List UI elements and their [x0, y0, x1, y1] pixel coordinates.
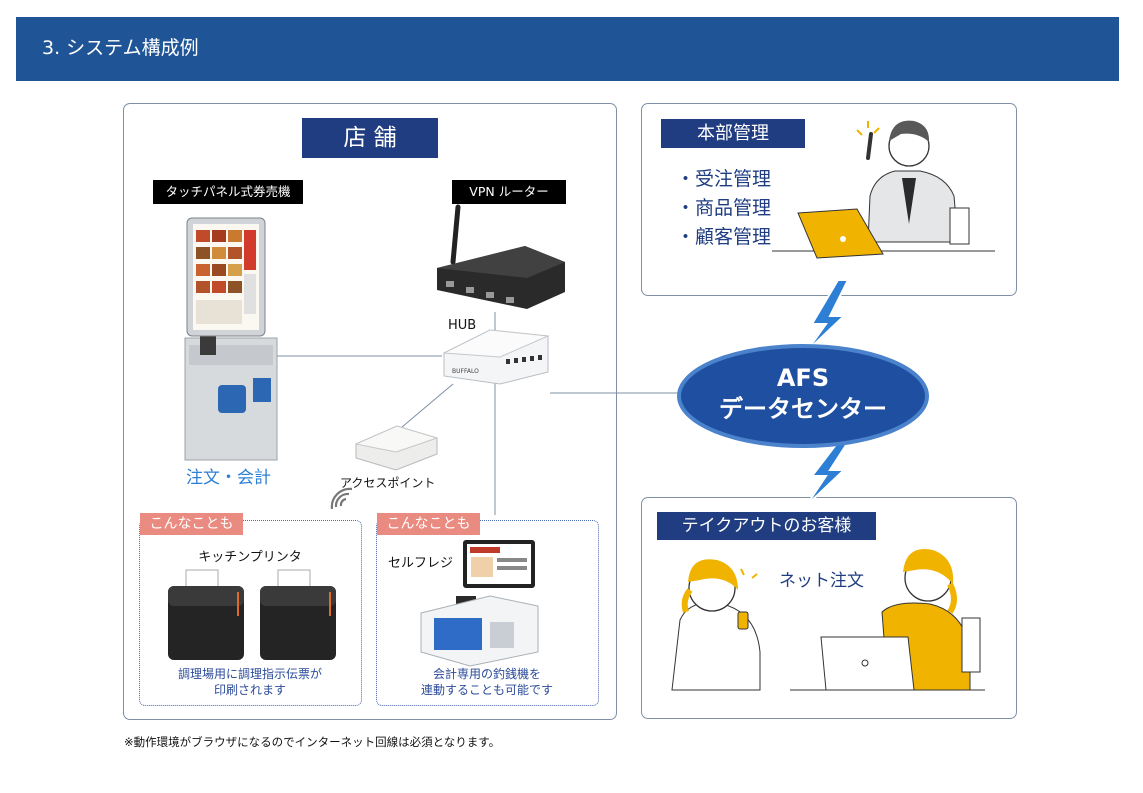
router-label: VPN ルーター: [452, 180, 566, 204]
self-register-box: [376, 520, 599, 706]
datacenter-name: AFS: [776, 364, 830, 392]
connection-lines: [262, 312, 680, 515]
svg-text:BUFFALO: BUFFALO: [452, 368, 479, 375]
access-point-device: [354, 425, 439, 471]
datacenter-ellipse: [677, 344, 929, 448]
lightning-bolt-icon: [805, 441, 850, 507]
kiosk-label: タッチパネル式券売機: [153, 180, 303, 204]
section-title: 3. システム構成例: [42, 37, 199, 59]
extra-tag: こんなことも: [140, 513, 243, 535]
hub-label: HUB: [448, 318, 477, 333]
kitchen-printer-1: [168, 569, 244, 660]
lightning-bolt-icon: [805, 279, 850, 353]
net-order-label: ネット注文: [779, 571, 864, 591]
vpn-router: [437, 204, 565, 309]
businessman-illustration: [772, 120, 995, 259]
customers-illustration: [671, 548, 985, 691]
kitchen-printer-box: [139, 520, 362, 706]
access-point-label: アクセスポイント: [340, 476, 436, 490]
printer-note-line-2: 印刷されます: [213, 683, 286, 697]
selfreg-note-line-2: 連動することも可能です: [420, 683, 553, 697]
kitchen-printer-title: キッチンプリンタ: [198, 550, 302, 565]
kiosk-machine: [184, 217, 278, 461]
section-header-bar: [16, 17, 1119, 81]
hq-title: 本部管理: [661, 119, 805, 148]
self-register-machine: [420, 540, 539, 667]
hq-item: ・商品管理: [676, 197, 772, 219]
hub-device: BUFFALO: [442, 329, 550, 385]
selfreg-note-line-1: 会計専用の釣銭機を: [432, 667, 541, 681]
printer-note-line-1: 調理場用に調理指示伝票が: [177, 667, 322, 681]
store-title: 店 舗: [302, 118, 438, 158]
kiosk-caption: 注文・会計: [186, 468, 271, 488]
wifi-signal-icon: [330, 487, 353, 510]
hq-item: ・顧客管理: [676, 226, 772, 248]
datacenter-subtitle: データセンター: [719, 395, 887, 423]
self-register-title: セルフレジ: [388, 556, 454, 571]
takeout-title: テイクアウトのお客様: [657, 512, 876, 540]
hq-item: ・受注管理: [676, 168, 772, 190]
footnote: ※動作環境がブラウザになるのでインターネット回線は必須となります。: [124, 735, 501, 749]
extra-tag: こんなことも: [377, 513, 480, 535]
kitchen-printer-2: [260, 569, 336, 660]
